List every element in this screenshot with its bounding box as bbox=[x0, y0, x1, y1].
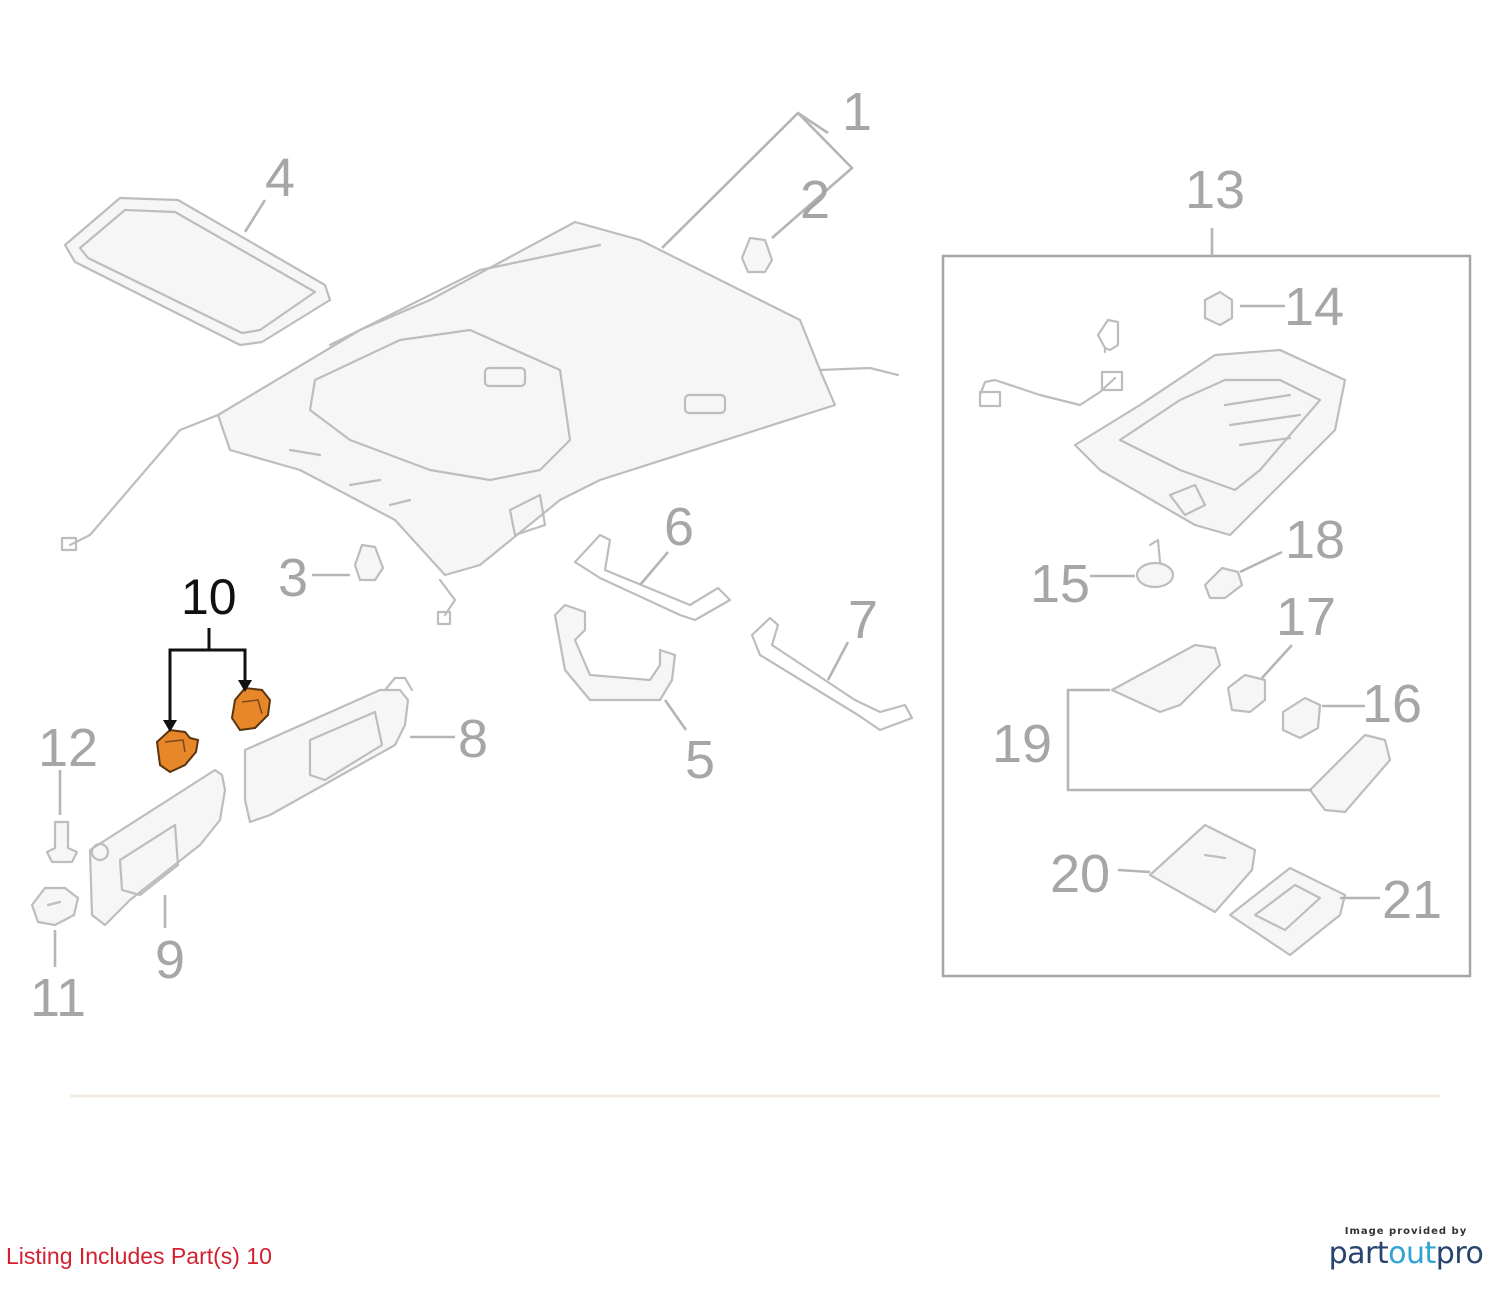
callout-11: 11 bbox=[30, 968, 86, 1028]
brand-name: partoutpro bbox=[1328, 1236, 1484, 1271]
screw-part-12 bbox=[45, 820, 79, 864]
leader-lines bbox=[53, 111, 1380, 967]
visor-holder-left-part bbox=[155, 728, 200, 774]
callout-1: 1 bbox=[842, 82, 872, 142]
callout-21: 21 bbox=[1382, 870, 1442, 930]
callout-14: 14 bbox=[1284, 277, 1344, 337]
lens-part-19-lower bbox=[1308, 733, 1392, 814]
sun-visor-right-part bbox=[243, 676, 414, 824]
callout-10: 10 bbox=[181, 569, 237, 625]
callout-6: 6 bbox=[664, 497, 694, 557]
overhead-console-group-box bbox=[941, 228, 1472, 978]
lens-part-19-upper bbox=[1110, 643, 1222, 714]
callout-7: 7 bbox=[848, 590, 878, 650]
headliner-part bbox=[60, 220, 900, 626]
clip-part-2 bbox=[740, 236, 774, 274]
switch-part-17 bbox=[1226, 673, 1267, 714]
sun-visor-left-part bbox=[88, 768, 227, 927]
callout-5: 5 bbox=[685, 730, 715, 790]
partoutpro-logo: Image provided by partoutpro bbox=[1326, 1226, 1486, 1271]
callout-3: 3 bbox=[278, 548, 308, 608]
callout-4: 4 bbox=[265, 148, 295, 208]
callout-17: 17 bbox=[1276, 587, 1336, 647]
sunroof-glass-part bbox=[63, 196, 332, 347]
callout-16: 16 bbox=[1362, 674, 1422, 734]
cover-part-20 bbox=[1148, 823, 1257, 914]
callout-2: 2 bbox=[800, 170, 830, 230]
visor-holder-right-part bbox=[230, 686, 272, 732]
callout-20: 20 bbox=[1050, 844, 1110, 904]
clip-part-14 bbox=[1203, 290, 1234, 327]
callout-18: 18 bbox=[1285, 510, 1345, 570]
clip-part-11 bbox=[30, 886, 80, 927]
callout-19: 19 bbox=[992, 714, 1052, 774]
callout-8: 8 bbox=[458, 709, 488, 769]
callout-15: 15 bbox=[1030, 554, 1090, 614]
callout-9: 9 bbox=[155, 930, 185, 990]
overhead-console-part bbox=[1073, 318, 1347, 537]
bracket-part-6 bbox=[573, 533, 732, 622]
wire-harness-part bbox=[978, 370, 1124, 408]
bulb-part-18 bbox=[1203, 566, 1244, 600]
grab-handle-part bbox=[553, 603, 677, 702]
screw-part-15 bbox=[1135, 538, 1175, 589]
listing-note: Listing Includes Part(s) 10 bbox=[6, 1243, 272, 1269]
part-10-leader bbox=[163, 628, 252, 732]
brand-caption: Image provided by bbox=[1344, 1226, 1468, 1237]
callout-labels: 1 2 3 4 5 6 7 8 9 10 11 12 13 14 15 16 1… bbox=[30, 82, 1442, 1028]
callout-13: 13 bbox=[1185, 160, 1245, 220]
bracket-part-7 bbox=[750, 616, 914, 732]
callout-12: 12 bbox=[38, 718, 98, 778]
lens-part-16 bbox=[1281, 696, 1322, 740]
clip-part-3 bbox=[353, 543, 385, 582]
bezel-part-21 bbox=[1228, 866, 1347, 957]
